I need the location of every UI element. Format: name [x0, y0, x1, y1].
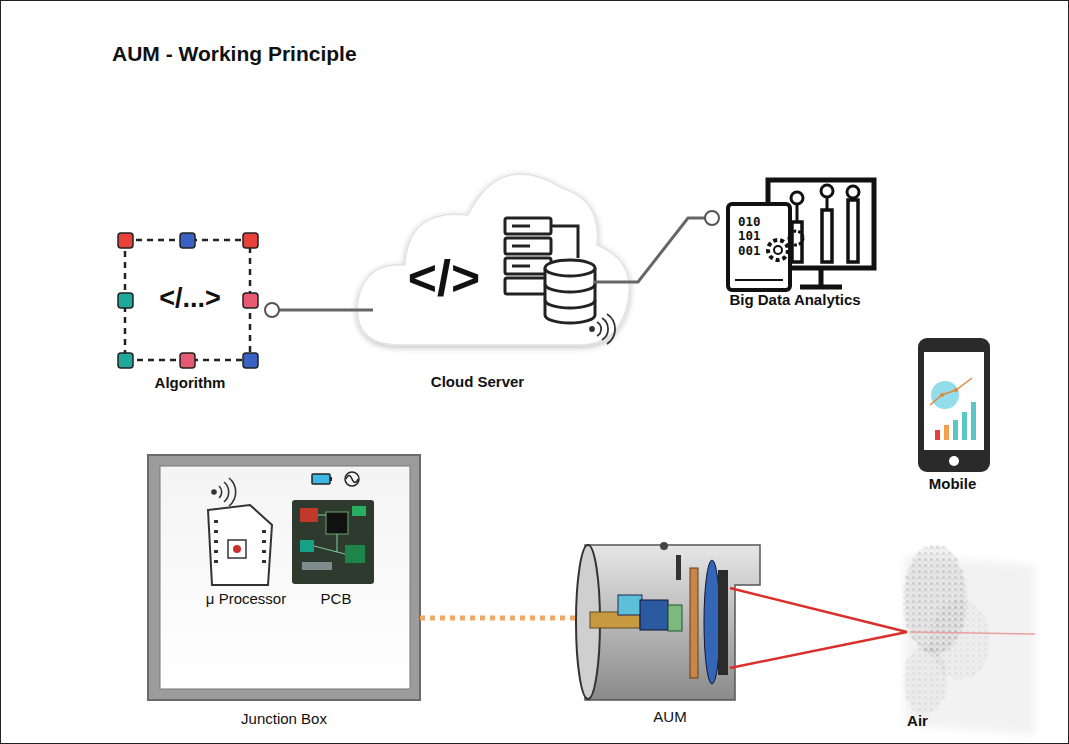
mobile-node: Mobile: [900, 335, 1005, 500]
node-label: Mobile: [898, 475, 1007, 492]
pcb-node: PCB: [296, 588, 376, 612]
wire-terminal: [705, 211, 719, 225]
node-label: Big Data Analytics: [698, 291, 892, 308]
aum-node: AUM: [575, 540, 765, 735]
pcb-board: [292, 500, 374, 584]
connector: [279, 309, 373, 312]
air-particles: [903, 545, 1035, 735]
cloud-server-node: </> Cloud Server: [355, 175, 600, 397]
cloud-icon: [357, 174, 629, 345]
binary-digits: 010 101 001: [738, 215, 768, 258]
algorithm-node: </...> Algorithm: [115, 228, 265, 398]
junction-box-housing: [148, 455, 420, 700]
node-label: Cloud Server: [353, 373, 602, 390]
junction-box: Junction Box μ ProcessorPCB: [148, 455, 420, 735]
node-label: Air: [893, 712, 942, 729]
wire-terminal: [265, 303, 279, 317]
connector: [594, 218, 705, 282]
node-label: AUM: [573, 708, 767, 725]
microprocessor-board: [208, 505, 272, 585]
node-label: Algorithm: [113, 374, 267, 391]
air-node: Air: [895, 550, 1040, 735]
aum-device: [576, 542, 760, 700]
connector: [420, 616, 575, 621]
part-label: μ Processor: [190, 590, 302, 607]
code-symbol: </...>: [113, 283, 267, 314]
part-label: PCB: [294, 590, 378, 607]
big-data-icon: [728, 180, 874, 290]
node-label: Junction Box: [146, 710, 422, 727]
diagram-title: AUM - Working Principle: [112, 42, 357, 66]
connector: [730, 588, 907, 668]
mobile-icon: [918, 338, 990, 472]
big-data-node: 010 101 001Big Data Analytics: [700, 175, 890, 315]
microprocessor-node: μ Processor: [192, 588, 300, 612]
code-symbol: </>: [397, 250, 491, 308]
